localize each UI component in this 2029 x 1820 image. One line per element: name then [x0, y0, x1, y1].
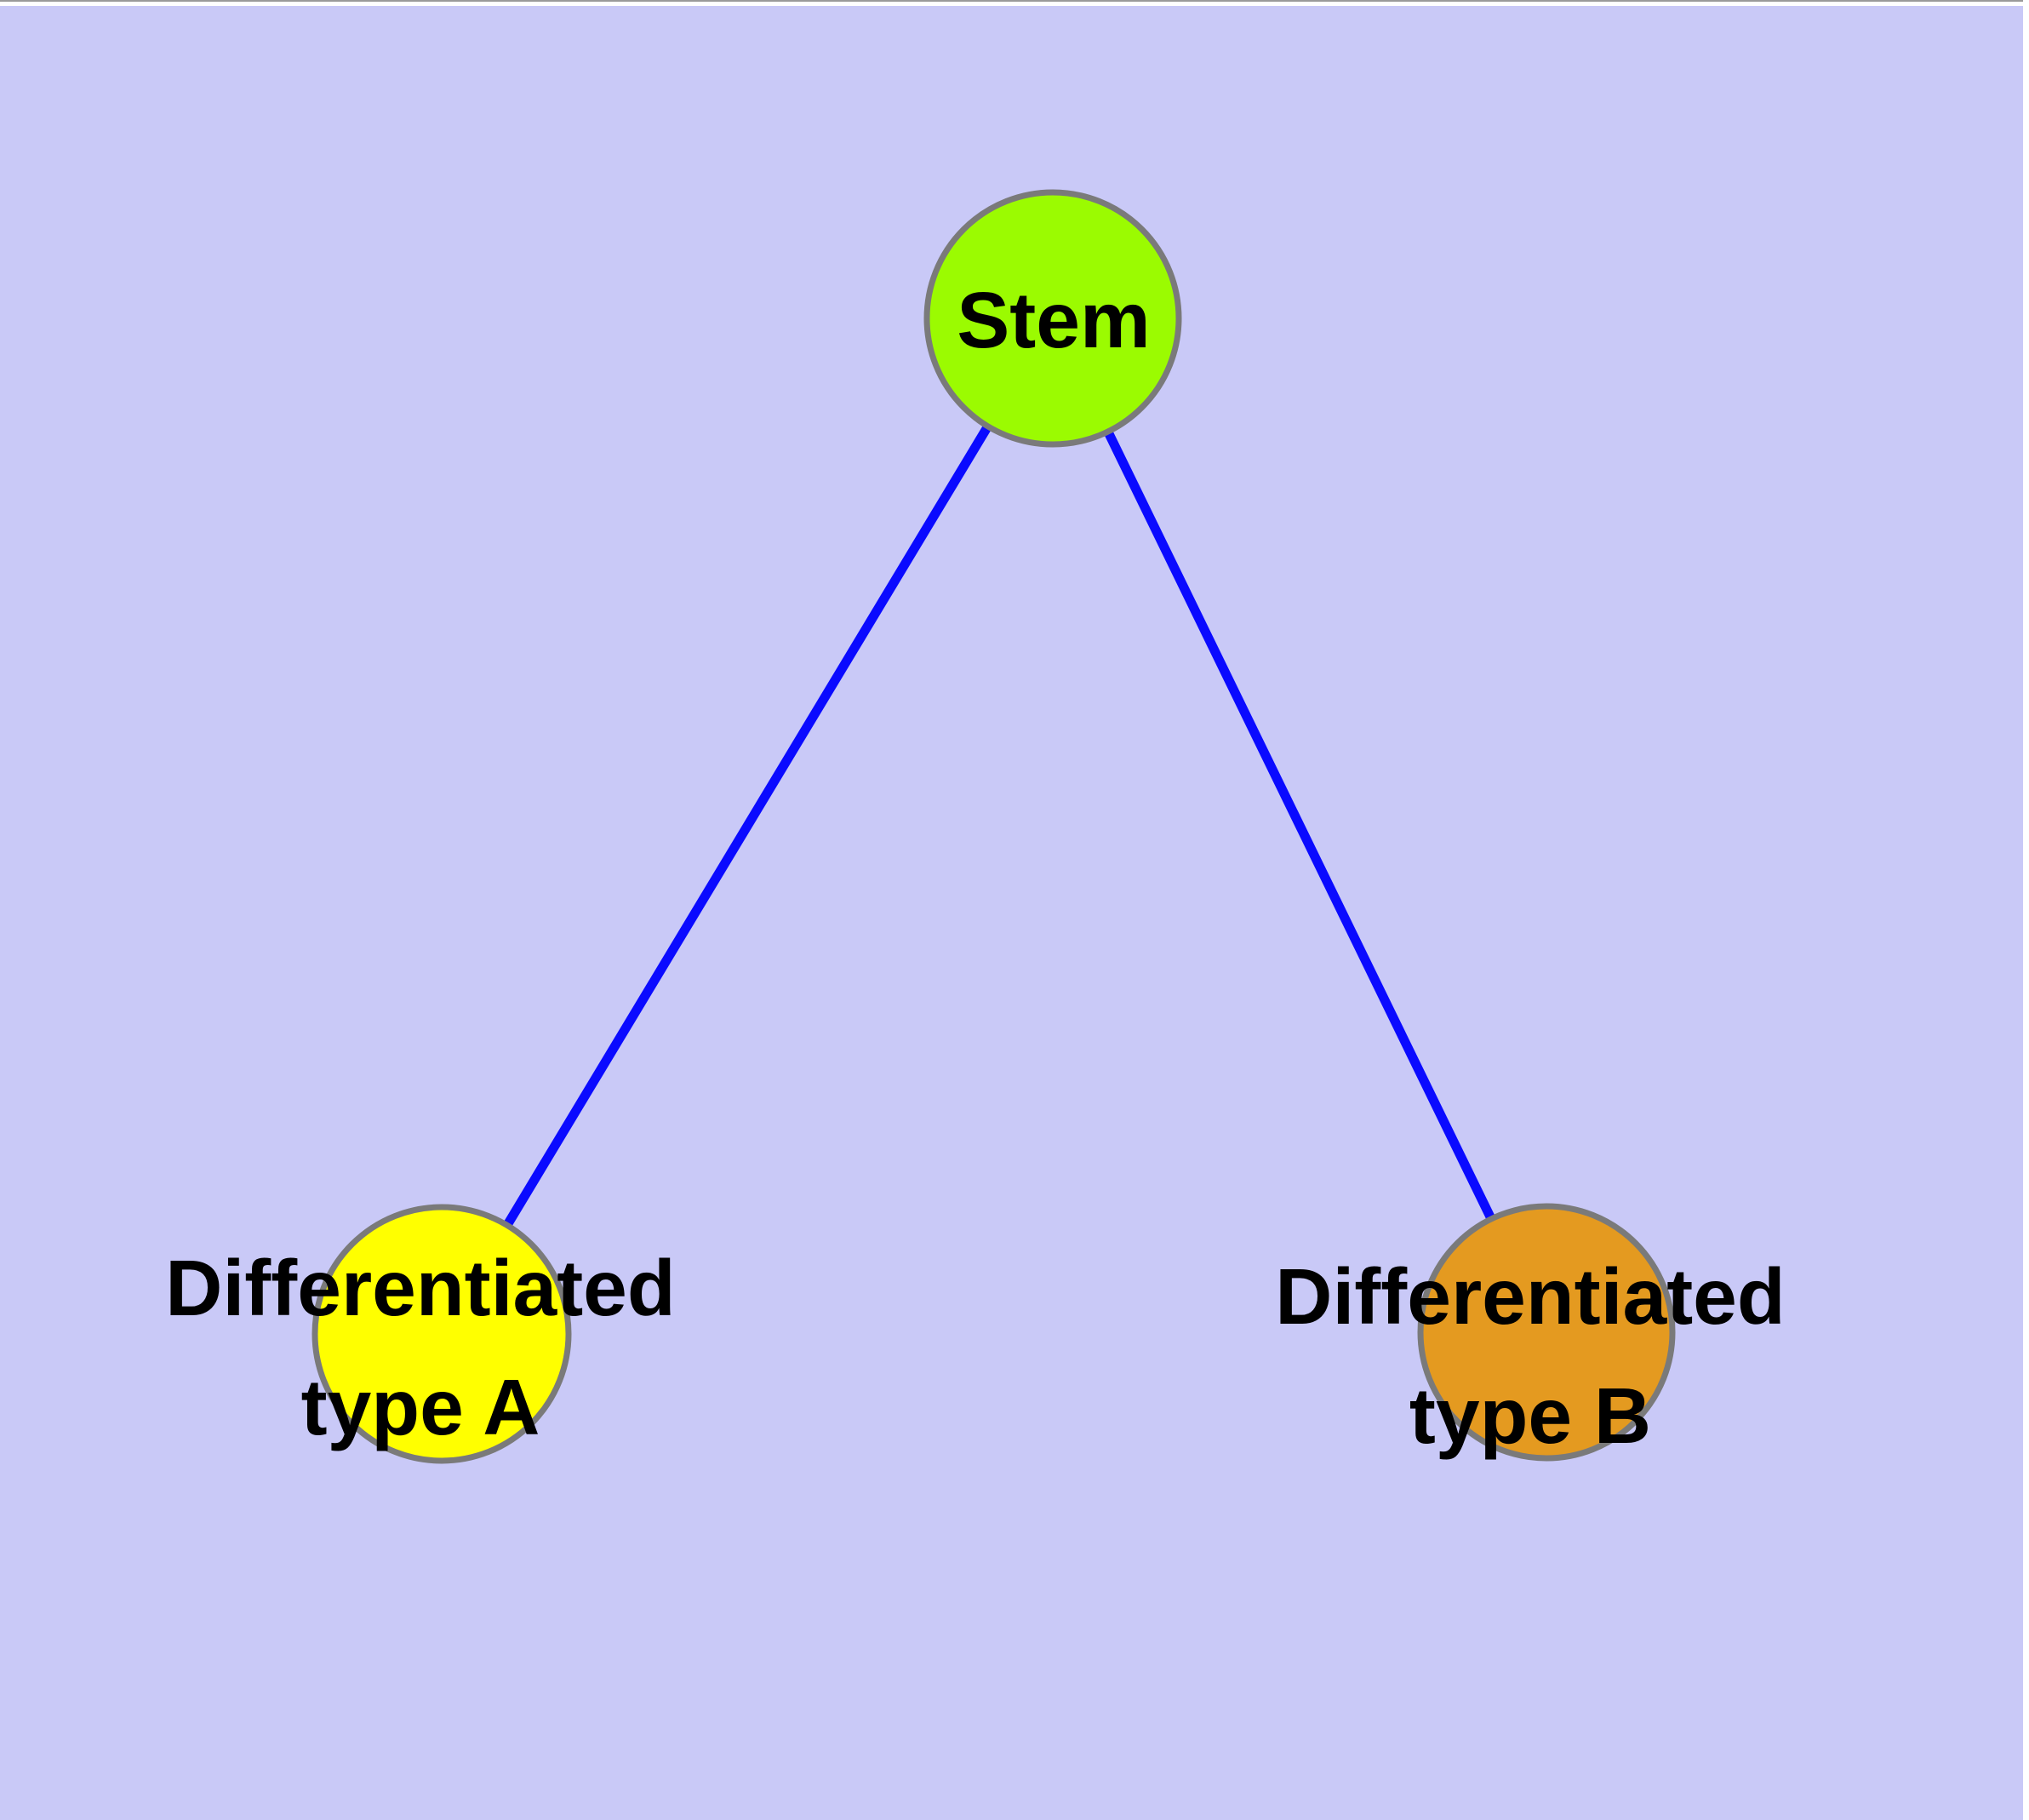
edge-stem-to-type-a [437, 316, 1057, 1336]
type-b-node-label-line1: Differentiated [1275, 1252, 1785, 1341]
type-a-node: Differentiated type A [165, 1204, 676, 1464]
type-b-node-label-line2: type B [1409, 1371, 1651, 1460]
type-a-node-circle [311, 1204, 572, 1464]
stem-node-label: Stem [957, 276, 1150, 364]
canvas-right-margin [2023, 0, 2029, 1820]
type-b-node-circle [1417, 1203, 1676, 1462]
canvas-top-hairline [0, 0, 2029, 2]
type-a-node-label-line2: type A [301, 1363, 540, 1451]
stem-node: Stem [923, 189, 1182, 448]
edge-stem-to-type-b [1049, 316, 1551, 1335]
type-b-node: Differentiated type B [1275, 1203, 1786, 1462]
stem-node-circle [923, 189, 1182, 448]
canvas-top-margin [0, 0, 2029, 6]
type-a-node-label-line1: Differentiated [165, 1244, 675, 1332]
